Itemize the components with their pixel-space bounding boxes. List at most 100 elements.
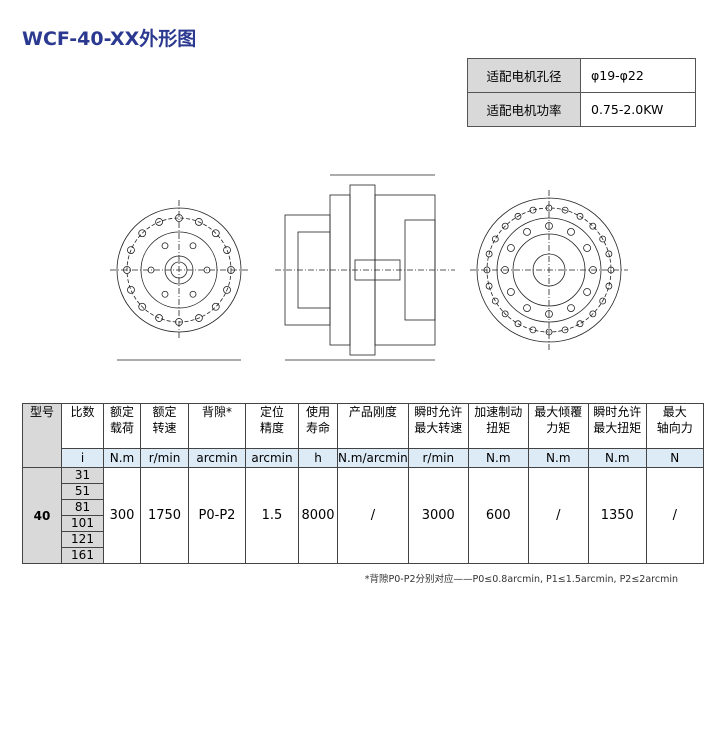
unit-cell: N.m xyxy=(103,448,141,468)
spec-label: 适配电机孔径 xyxy=(467,58,581,93)
bolt-hole xyxy=(175,214,183,222)
bolt-hole xyxy=(483,266,491,274)
bolt-hole xyxy=(545,222,553,230)
unit-cell: N.m/arcmin xyxy=(337,448,409,468)
ratio-cell: 51 xyxy=(62,483,103,499)
unit-cell: arcmin xyxy=(245,448,299,468)
ratio-cell: 81 xyxy=(62,499,103,515)
bolt-hole xyxy=(607,266,615,274)
bolt-hole xyxy=(589,310,597,318)
bolt-hole xyxy=(523,304,531,313)
spec-value: φ19-φ22 xyxy=(580,58,696,93)
value-cell: 1.5 xyxy=(245,467,299,564)
bolt-hole xyxy=(138,229,147,238)
bolt-hole xyxy=(605,282,613,290)
unit-cell: r/min xyxy=(140,448,189,468)
bolt-hole xyxy=(567,227,575,236)
column-header: 加速制动 扭矩 xyxy=(467,403,529,449)
bolt-hole xyxy=(161,290,169,298)
bolt-hole xyxy=(514,320,522,328)
front-view xyxy=(110,200,248,361)
page-title: WCF-40-XX外形图 xyxy=(22,28,197,50)
bolt-hole xyxy=(583,288,592,296)
side-view xyxy=(275,174,455,361)
bolt-hole xyxy=(589,266,597,274)
bolt-hole xyxy=(227,266,235,274)
unit-cell: N.m xyxy=(527,448,589,468)
bolt-hole xyxy=(589,222,597,230)
bolt-hole xyxy=(545,310,553,318)
rear-view xyxy=(470,190,628,350)
spec-value: 0.75-2.0KW xyxy=(580,92,696,127)
column-header: 最大 轴向力 xyxy=(645,403,704,449)
spec-table: 型号比数额定 载荷额定 转速背隙*定位 精度使用 寿命产品刚度瞬时允许 最大转速… xyxy=(22,403,704,564)
bolt-hole xyxy=(561,206,569,214)
bolt-hole xyxy=(545,204,553,212)
bolt-hole xyxy=(501,222,509,230)
bolt-hole xyxy=(576,320,584,328)
bolt-hole xyxy=(561,326,569,334)
column-header: 瞬时允许 最大扭矩 xyxy=(587,403,647,449)
column-header: 瞬时允许 最大转速 xyxy=(407,403,469,449)
bolt-hole xyxy=(161,242,169,250)
bolt-hole xyxy=(605,250,613,258)
column-header: 比数 xyxy=(61,403,104,449)
bolt-hole xyxy=(127,246,135,255)
ratio-cell: 121 xyxy=(62,531,103,547)
bolt-hole xyxy=(599,235,607,243)
bolt-hole xyxy=(155,314,164,322)
value-cell: / xyxy=(645,467,704,564)
bolt-hole xyxy=(123,266,131,274)
bolt-hole xyxy=(155,218,164,226)
column-header: 额定 载荷 xyxy=(103,403,141,449)
bolt-hole xyxy=(194,314,203,322)
value-cell: 1750 xyxy=(140,467,189,564)
bolt-hole xyxy=(223,285,231,294)
ratio-cell: 161 xyxy=(62,547,103,563)
bolt-hole xyxy=(485,250,493,258)
bolt-hole xyxy=(514,212,522,220)
bolt-hole xyxy=(127,285,135,294)
bolt-hole xyxy=(529,326,537,334)
value-cell: 1350 xyxy=(587,467,647,564)
value-cell: / xyxy=(527,467,589,564)
bolt-hole xyxy=(567,304,575,313)
bolt-hole xyxy=(194,218,203,226)
bolt-hole xyxy=(599,297,607,305)
value-cell: 600 xyxy=(467,467,529,564)
spec-label: 适配电机功率 xyxy=(467,92,581,127)
value-cell: 300 xyxy=(103,467,141,564)
column-header: 背隙* xyxy=(188,403,246,449)
bolt-hole xyxy=(175,318,183,326)
bolt-hole xyxy=(491,235,499,243)
backlash-note: *背隙P0-P2分别对应——P0≤0.8arcmin, P1≤1.5arcmin… xyxy=(364,574,678,585)
model-cell: 40 xyxy=(22,467,62,564)
bolt-hole xyxy=(211,229,220,238)
bolt-hole xyxy=(506,244,515,252)
bolt-hole xyxy=(211,302,220,311)
column-header: 型号 xyxy=(22,403,62,468)
bolt-hole xyxy=(138,302,147,311)
column-header: 额定 转速 xyxy=(140,403,189,449)
bolt-hole xyxy=(583,244,592,252)
bolt-hole xyxy=(506,288,515,296)
column-header: 产品刚度 xyxy=(337,403,409,449)
ratio-cell: 101 xyxy=(62,515,103,531)
unit-cell: N.m xyxy=(467,448,529,468)
bolt-hole xyxy=(189,290,197,298)
unit-cell: arcmin xyxy=(188,448,246,468)
value-cell: 3000 xyxy=(407,467,469,564)
unit-cell: i xyxy=(61,448,104,468)
column-header: 定位 精度 xyxy=(245,403,299,449)
value-cell: P0-P2 xyxy=(188,467,246,564)
ratio-cell: 31 xyxy=(62,468,103,483)
bolt-hole xyxy=(491,297,499,305)
bolt-hole xyxy=(147,266,155,274)
bolt-hole xyxy=(203,266,211,274)
bolt-hole xyxy=(501,266,509,274)
bolt-hole xyxy=(523,227,531,236)
value-cell: 8000 xyxy=(298,467,338,564)
bolt-hole xyxy=(576,212,584,220)
bolt-hole xyxy=(223,246,231,255)
unit-cell: N.m xyxy=(587,448,647,468)
